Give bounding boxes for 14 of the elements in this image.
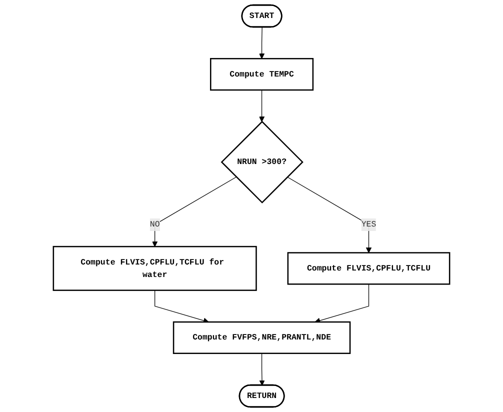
arrow [259,353,265,386]
arrow [287,176,372,253]
edge-label: YES [361,220,376,230]
node-diamond: NRUN >300? [220,120,304,204]
edge-label: NO [150,220,160,230]
node-box: Compute TEMPC [210,58,314,91]
arrow [152,176,237,247]
node-box: Compute FVFPS,NRE,PRANTL,NDE [172,321,351,354]
arrow [314,284,370,324]
node-box: Compute FLVIS,CPFLU,TCFLU [287,252,450,285]
arrow [259,26,265,59]
node-box: Compute FLVIS,CPFLU,TCFLU for water [52,246,257,291]
arrow [259,90,265,122]
arrow [154,290,209,324]
